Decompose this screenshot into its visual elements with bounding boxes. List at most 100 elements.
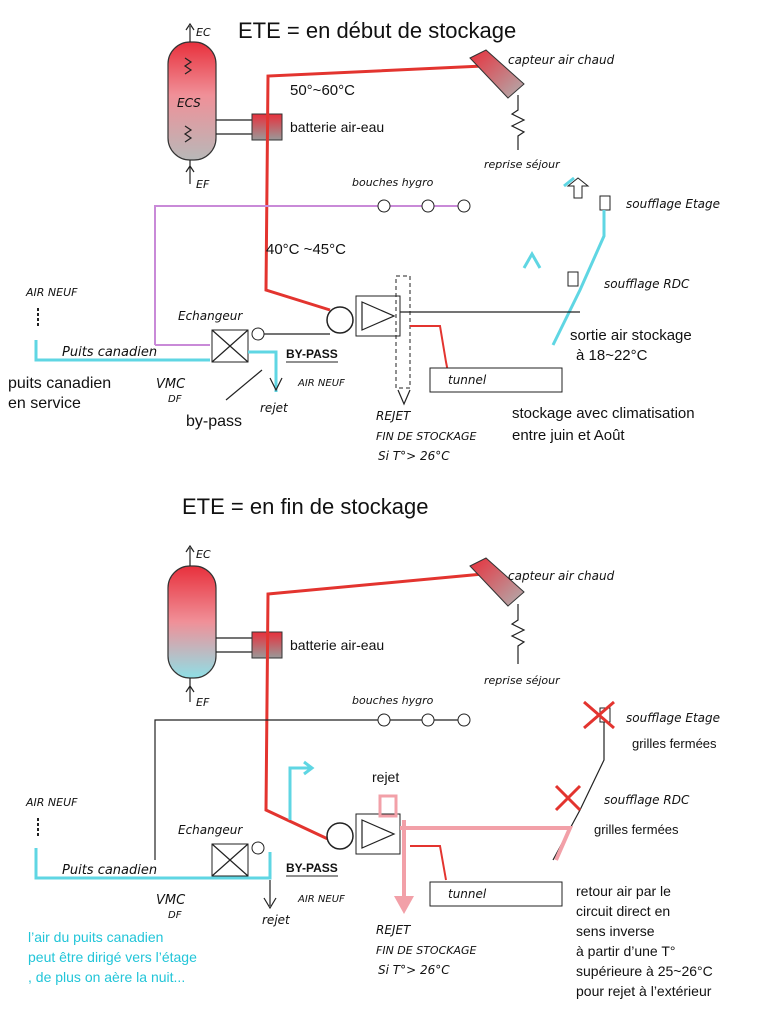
soufflage-rdc-label-2: soufflage RDC xyxy=(604,793,690,807)
rejet-fin-1-b: REJET xyxy=(376,923,412,937)
rejet-label: rejet xyxy=(260,401,289,415)
retour-note-6: pour rejet à l’extérieur xyxy=(576,983,712,999)
puits-label-2: Puits canadien xyxy=(62,863,157,878)
cyan-note-3: , de plus on aère la nuit... xyxy=(28,969,185,985)
rejet-label-2: rejet xyxy=(262,913,291,927)
puits-service-2: en service xyxy=(8,395,81,412)
air-neuf-small: AIR NEUF xyxy=(297,378,345,389)
hot-air-pipe-2 xyxy=(264,572,484,842)
closed-x-etage-icon xyxy=(583,700,615,730)
echangeur-label: Echangeur xyxy=(178,309,243,323)
bottom-diagram: ETE = en fin de stockage EC EF batterie … xyxy=(25,494,720,999)
central-fan xyxy=(326,306,354,334)
air-neuf-label-2: AIR NEUF xyxy=(25,796,78,809)
echangeur-cross xyxy=(211,329,249,363)
temp-50-60: 50°~60°C xyxy=(290,82,355,99)
valve-cone-2 xyxy=(361,819,396,849)
ec-arrow-icon xyxy=(185,22,195,31)
puits-label: Puits canadien xyxy=(62,345,157,360)
retour-note-3: sens inverse xyxy=(576,923,655,939)
tunnel-label: tunnel xyxy=(448,373,487,387)
vmc-label: VMC xyxy=(156,377,186,392)
rejet-pink-box xyxy=(378,794,398,818)
cyan-up-arrow-icon xyxy=(303,760,315,776)
soufflage-etage-label: soufflage Etage xyxy=(626,197,720,211)
etage-out-arrow-icon xyxy=(563,176,575,188)
tunnel-label-2: tunnel xyxy=(448,887,487,901)
ec-label: EC xyxy=(196,26,211,39)
bypass-pointer xyxy=(225,369,263,401)
rdc-out-arrow-icon xyxy=(522,250,542,269)
ef-arrow-icon xyxy=(185,164,195,173)
stockage-note-2: entre juin et Août xyxy=(512,427,625,444)
puits-duct-2 xyxy=(34,848,272,880)
bypass-duct xyxy=(248,350,278,392)
df-label-2: DF xyxy=(168,910,182,921)
tunnel-box xyxy=(429,367,563,393)
batterie-label: batterie air-eau xyxy=(290,119,384,135)
hot-air-pipe xyxy=(264,64,484,312)
grilles-fermees-1: grilles fermées xyxy=(632,736,717,751)
bouches-duct-2 xyxy=(154,719,470,860)
ef-label-2: EF xyxy=(196,696,210,709)
air-neuf-small-2: AIR NEUF xyxy=(297,894,345,905)
soufflage-rdc-label: soufflage RDC xyxy=(604,277,690,291)
air-neuf-label: AIR NEUF xyxy=(25,286,78,299)
rejet-fin-arrow-icon xyxy=(397,389,411,406)
fan-small xyxy=(251,327,265,341)
ef-label: EF xyxy=(196,178,210,191)
capteur-label: capteur air chaud xyxy=(508,53,615,67)
top-diagram: ETE = en début de stockage EC ECS EF bat… xyxy=(8,18,720,463)
vmc-label-2: VMC xyxy=(156,893,186,908)
reprise-duct-2 xyxy=(510,604,526,664)
cyan-up-duct xyxy=(288,766,310,820)
reprise-label-2: reprise séjour xyxy=(484,674,561,687)
sortie-air-label: sortie air stockage xyxy=(570,327,692,344)
bypass-note: by-pass xyxy=(186,413,242,430)
cyan-note-2: peut être dirigé vers l’étage xyxy=(28,949,197,965)
capteur-label-2: capteur air chaud xyxy=(508,569,615,583)
stockage-red-drop-2 xyxy=(410,845,447,881)
rejet-fin-3: Si T°> 26°C xyxy=(378,449,450,463)
sortie-temp-label: à 18~22°C xyxy=(576,347,648,364)
ec-arrow-icon-2 xyxy=(185,544,195,553)
stockage-riser xyxy=(551,210,606,346)
cyan-note-1: l’air du puits canadien xyxy=(28,929,163,945)
capteur-panel-2 xyxy=(469,557,525,607)
rejet-arrow-icon xyxy=(269,377,283,392)
coil-bottom xyxy=(183,125,193,143)
rejet-column xyxy=(395,275,411,389)
bouche-1 xyxy=(377,199,391,213)
bypass-label-2: BY-PASS xyxy=(286,861,338,875)
retour-note-5: supérieure à 25~26°C xyxy=(576,963,713,979)
rejet-fin-2-b: FIN DE STOCKAGE xyxy=(376,944,477,957)
grilles-fermees-2: grilles fermées xyxy=(594,822,679,837)
rejet-top-label: rejet xyxy=(372,769,399,785)
bouche-4 xyxy=(377,713,391,727)
bouches-duct xyxy=(154,205,470,345)
stockage-red-drop xyxy=(410,325,449,373)
batterie-label-2: batterie air-eau xyxy=(290,637,384,653)
top-title: ETE = en début de stockage xyxy=(238,18,516,43)
rejet-fin-3-b: Si T°> 26°C xyxy=(378,963,450,977)
ec-label-2: EC xyxy=(196,548,211,561)
bypass-label: BY-PASS xyxy=(286,347,338,361)
fan-small-2 xyxy=(251,841,265,855)
bouche-6 xyxy=(457,713,471,727)
puits-duct xyxy=(34,340,210,362)
df-label: DF xyxy=(168,394,182,405)
rejet-fin-1: REJET xyxy=(376,409,412,423)
retour-note-2: circuit direct en xyxy=(576,903,670,919)
bouche-3 xyxy=(457,199,471,213)
rejet-fin-2: FIN DE STOCKAGE xyxy=(376,430,477,443)
ecs-tank-2 xyxy=(167,565,217,679)
bottom-title: ETE = en fin de stockage xyxy=(182,494,428,519)
ecs-tank xyxy=(167,41,217,161)
soufflage-etage-arrow-icon xyxy=(566,177,590,199)
temp-40-45: 40°C ~45°C xyxy=(266,241,346,258)
bouche-2 xyxy=(421,199,435,213)
ecs-label: ECS xyxy=(177,96,201,110)
rejet-arrow-icon-2 xyxy=(263,897,277,910)
